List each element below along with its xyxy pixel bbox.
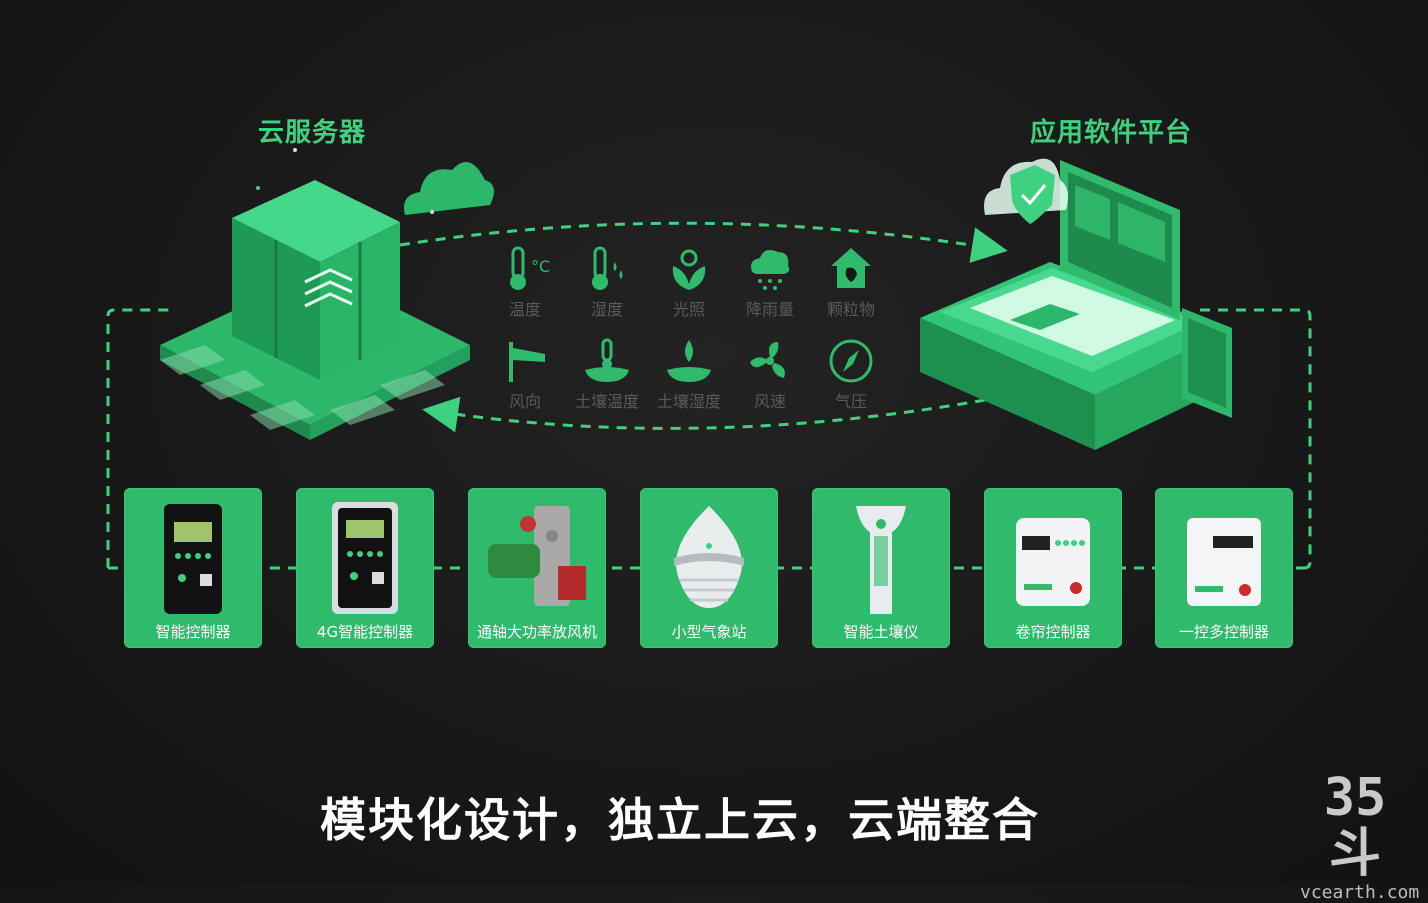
device-curtain-controller[interactable]: 卷帘控制器 [984,488,1122,648]
sensor-label: 湿度 [590,300,623,319]
laptop-illustration [920,158,1232,450]
device-smart-controller[interactable]: 智能控制器 [124,488,262,648]
device-ventilation-motor[interactable]: 通轴大功率放风机 [468,488,606,648]
watermark-site: vcearth.com [1300,882,1420,903]
svg-text:°C: °C [531,257,550,276]
watermark-mark: 35斗 [1323,768,1387,884]
app-platform-title: 应用软件平台 [1030,118,1193,148]
house-leaf-icon [831,248,871,288]
sensor-label: 土壤温度 [574,392,639,411]
smart-controller-image [124,496,262,618]
sensor-temperature: °C 温度 [485,244,565,320]
sensor-humidity: 湿度 [567,244,647,320]
device-soil-meter[interactable]: 智能土壤仪 [812,488,950,648]
curtain-controller-image [984,496,1122,618]
dashed-loop-line [1200,308,1312,570]
sun-leaf-icon [672,249,706,290]
sensor-rainfall: 降雨量 [730,244,810,320]
sensor-particulates: 颗粒物 [811,244,891,320]
sensor-label: 温度 [508,300,541,319]
thermometer-celsius-icon: °C [510,246,550,290]
connection-diagram [106,148,1312,570]
sensor-light: 光照 [649,244,729,320]
device-label: 通轴大功率放风机 [476,623,597,641]
sensor-soil-humidity: 土壤湿度 [649,336,729,412]
download-arrow [422,396,986,433]
device-label: 一控多控制器 [1178,623,1269,641]
sensor-label: 气压 [834,392,867,411]
sensor-label: 颗粒物 [826,300,875,319]
sensor-wind-speed: 风速 [730,336,810,412]
sensor-label: 风速 [753,392,786,411]
device-label: 智能控制器 [155,623,231,641]
sensor-soil-temperature: 土壤温度 [567,336,647,412]
device-label: 小型气象站 [671,623,747,641]
soil-drop-icon [667,340,711,382]
soil-meter-image [812,496,950,618]
thermometer-drops-icon [592,246,623,290]
ventilation-motor-image [468,496,606,618]
device-label: 智能土壤仪 [843,623,919,641]
sensor-label: 土壤湿度 [656,392,721,411]
sensor-air-pressure: 气压 [811,336,891,412]
device-multi-controller[interactable]: 一控多控制器 [1155,488,1293,648]
rain-cloud-icon [751,250,790,290]
sensor-wind-direction: 风向 [485,336,565,412]
sensor-label: 风向 [508,392,541,411]
sensor-label: 光照 [672,300,705,319]
cloud-server-title: 云服务器 [258,118,367,148]
cloud-server-illustration [160,148,494,440]
device-4g-smart-controller[interactable]: 4G智能控制器 [296,488,434,648]
fan-icon [750,342,785,378]
watermark-logo: 35斗 vcearth.com [1300,768,1420,903]
wind-vane-icon [509,342,545,382]
device-weather-station[interactable]: 小型气象站 [640,488,778,648]
sensor-label: 降雨量 [745,300,794,319]
device-label: 卷帘控制器 [1015,623,1091,641]
4g-controller-image [296,496,434,618]
compass-gauge-icon [829,339,873,383]
slogan: 模块化设计，独立上云，云端整合 [320,793,1040,847]
dashed-loop-line [106,308,175,568]
upload-arrow [399,221,1008,263]
soil-thermometer-icon [585,338,629,382]
device-label: 4G智能控制器 [316,623,414,641]
multi-controller-image [1155,496,1293,618]
weather-station-image [640,496,778,618]
